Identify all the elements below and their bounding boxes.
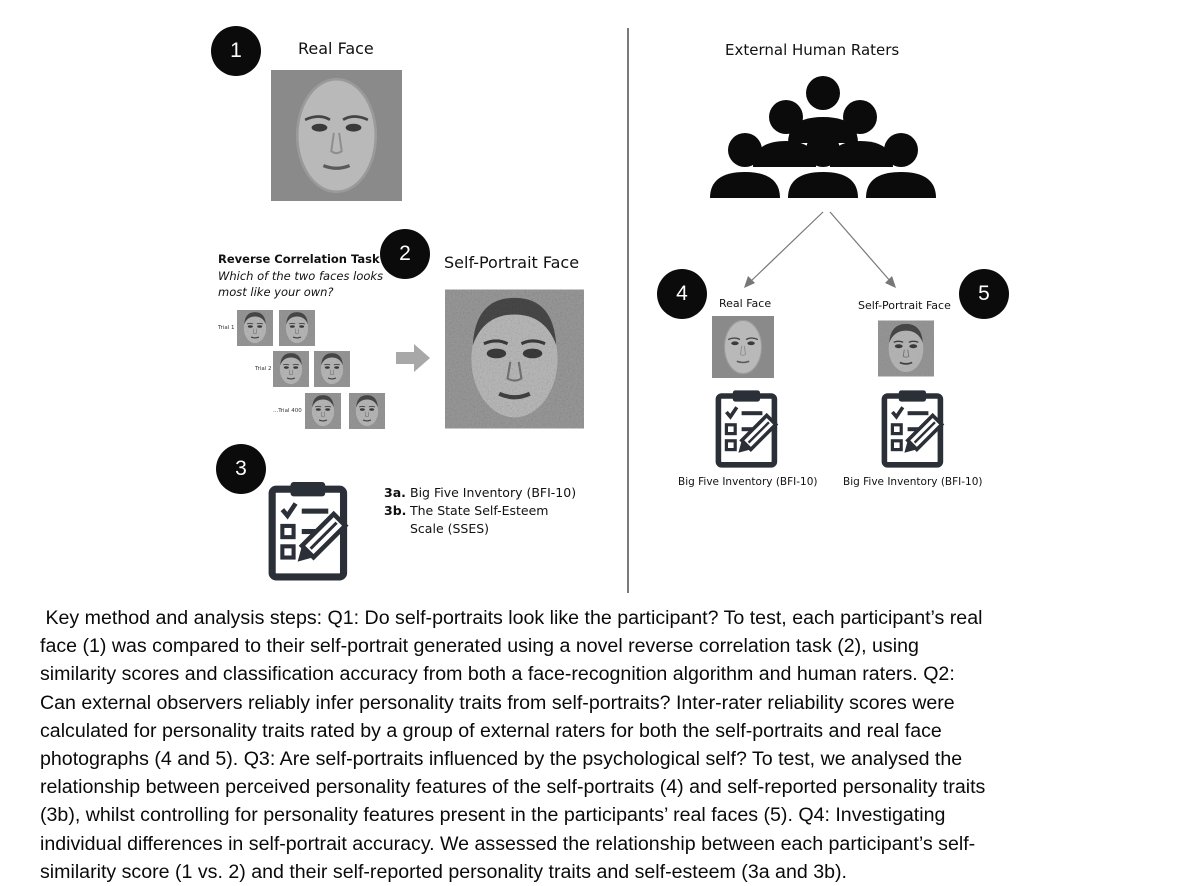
step-3-badge: 3 [216, 444, 266, 494]
scale-3a: 3a.Big Five Inventory (BFI-10) [384, 485, 577, 500]
caption-line: relationship between perceived personali… [40, 776, 986, 799]
self-portrait-title: Self-Portrait Face [444, 253, 580, 272]
clipboard-checklist-icon [262, 479, 368, 581]
raters-title: External Human Raters [725, 41, 900, 59]
caption-line: (3b), whilst controlling for personality… [40, 804, 946, 827]
trial-1-face-a [237, 310, 273, 346]
rater-real-face-photo [711, 316, 775, 378]
trial-label-2: Trial 2 [255, 366, 272, 372]
real-face-photo [270, 70, 403, 201]
step-1-badge: 1 [211, 26, 261, 76]
caption-line: Can external observers reliably infer pe… [40, 691, 955, 714]
figure-caption: Key method and analysis steps: Q1: Do se… [40, 604, 1160, 886]
right-arrow-icon [396, 344, 430, 372]
panel-divider [627, 28, 629, 593]
caption-line: similarity scores and classification acc… [40, 663, 955, 686]
caption-line: photographs (4 and 5). Q3: Are self-port… [40, 748, 963, 771]
reverse-correlation-title: Reverse Correlation Task [218, 252, 380, 266]
reverse-correlation-question: Which of the two faces looks most like y… [218, 268, 388, 300]
real-face-title: Real Face [298, 39, 374, 58]
rater-portrait-title: Self-Portrait Face [858, 299, 951, 312]
scale-3b: 3b.The State Self-Esteem [384, 503, 549, 518]
step-2-badge: 2 [380, 229, 430, 279]
caption-line: face (1) was compared to their self-port… [40, 635, 919, 658]
group-people-icon [710, 76, 936, 198]
step-4-badge: 4 [657, 269, 707, 319]
trial-label-1: Trial 1 [218, 325, 235, 331]
rater-portrait-image [878, 318, 934, 379]
caption-line: individual differences in self-portrait … [40, 832, 976, 855]
rater-portrait-clipboard-icon [874, 388, 962, 468]
raters-arrows [744, 211, 896, 288]
question-line-1: Which of the two faces looks [218, 269, 384, 283]
trial-2-face-b [314, 351, 350, 387]
caption-line: calculated for personality traits rated … [40, 719, 942, 742]
trial-400-face-a [305, 393, 341, 429]
rater-real-scale: Big Five Inventory (BFI-10) [678, 476, 818, 488]
rater-portrait-scale: Big Five Inventory (BFI-10) [843, 476, 983, 488]
trial-400-face-b [349, 393, 385, 429]
trial-1-face-b [279, 310, 315, 346]
trial-2-face-a [273, 351, 309, 387]
rater-real-face-title: Real Face [719, 297, 772, 310]
questionnaire-list: 3a.Big Five Inventory (BFI-10) 3b.The St… [384, 484, 576, 538]
scale-3b-cont: Scale (SSES) [410, 521, 490, 536]
self-portrait-image [445, 289, 584, 429]
caption-line: Key method and analysis steps: Q1: Do se… [40, 607, 983, 629]
trial-label-400: ...Trial 400 [273, 408, 302, 414]
question-line-2: most like your own? [218, 285, 334, 299]
step-5-badge: 5 [959, 269, 1009, 319]
rater-real-clipboard-icon [708, 388, 796, 468]
caption-line: similarity score (1 vs. 2) and their sel… [40, 860, 847, 883]
